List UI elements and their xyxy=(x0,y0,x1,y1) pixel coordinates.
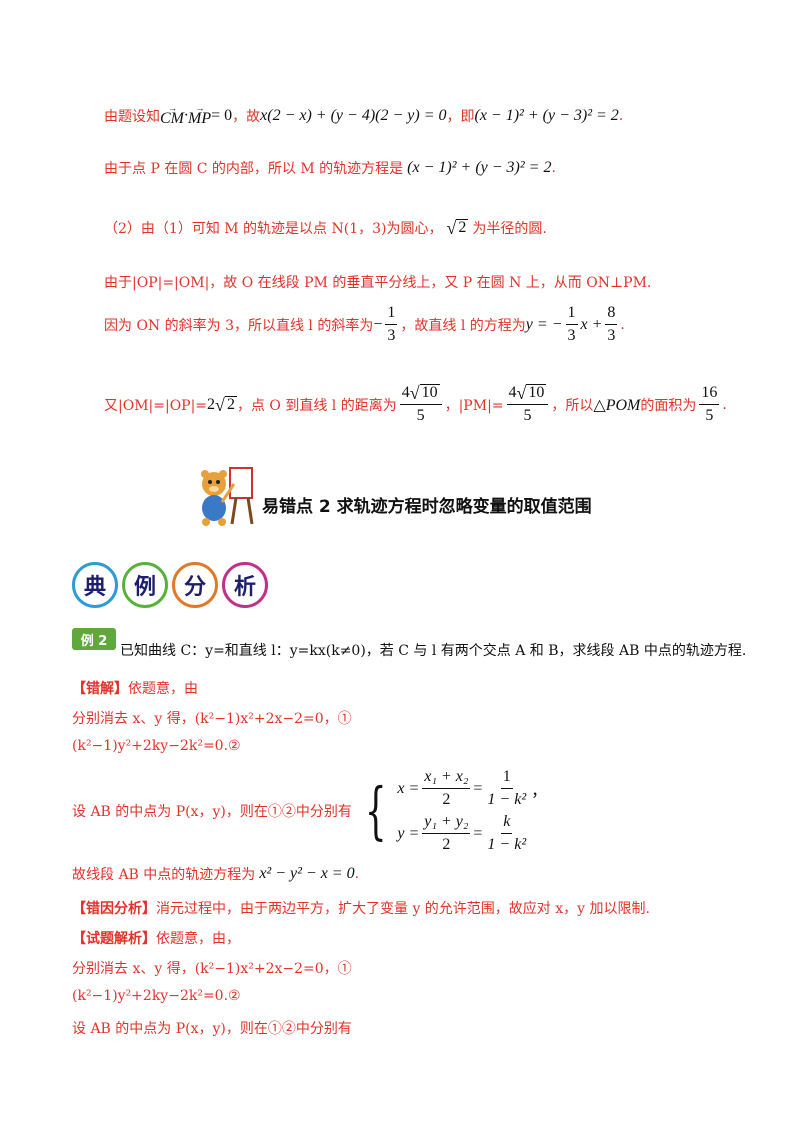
sqrt-2: √2 xyxy=(446,218,469,238)
text: 的面积为 xyxy=(640,397,697,414)
dot-operator: · xyxy=(184,106,188,124)
solution-line-6: 又|OM|=|OP|= 2 √2 ，点 O 到直线 l 的距离为 4√10 5 … xyxy=(104,384,727,425)
locus-equation: x² − y² − x = 0 xyxy=(259,865,355,882)
circle-equation: (x − 1)² + (y − 3)² = 2 xyxy=(407,159,552,176)
solution-line-1: 由题设知 →CM · →MP = 0 ，故 x(2 − x) + (y − 4)… xyxy=(104,104,623,127)
coefficient: 2 xyxy=(207,395,216,413)
wrong-line-4: 故线段 AB 中点的轨迹方程为 x² − y² − x = 0 . xyxy=(72,864,359,884)
fraction-pm: 4√10 5 xyxy=(506,384,549,425)
equals-zero: = 0 xyxy=(211,106,233,124)
minus-sign: − xyxy=(373,315,383,333)
text: ，故 xyxy=(232,108,261,125)
solution-line-2: 由于点 P 在圆 C 的内部，所以 M 的轨迹方程是 (x − 1)² + (y… xyxy=(104,158,556,178)
solution-tag: 【试题解析】 xyxy=(72,931,156,947)
period: . xyxy=(354,866,360,882)
circle-equation: (x − 1)² + (y − 3)² = 2 xyxy=(474,106,619,124)
equation: x(2 − x) + (y − 4)(2 − y) = 0 xyxy=(260,106,447,124)
wrong-line-1: 分别消去 x、y 得，(k²−1)x²+2x−2=0，① xyxy=(72,711,352,727)
text: ，即 xyxy=(446,108,475,125)
text: 依题意，由 xyxy=(128,681,198,697)
wrong-line-2: (k²−1)y²+2ky−2k²=0.② xyxy=(72,738,241,754)
line-equation-x: x + xyxy=(580,315,603,333)
text: 为半径的圆. xyxy=(472,221,547,237)
text: （2）由（1）可知 M 的轨迹是以点 N(1，3)为圆心， xyxy=(104,221,443,237)
vector-cm: →CM xyxy=(160,103,184,127)
text: ，故直线 l 的方程为 xyxy=(400,317,526,334)
text: 消元过程中，由于两边平方，扩大了变量 y 的允许范围，故应对 x，y 加以限制. xyxy=(156,901,650,917)
text: 由于|OP|=|OM|，故 O 在线段 PM 的垂直平分线上，又 P 在圆 N … xyxy=(104,275,652,291)
text: 由于点 P 在圆 C 的内部，所以 M 的轨迹方程是 xyxy=(104,161,404,177)
solution-step-3: 设 AB 的中点为 P(x，y)，则在①②中分别有 xyxy=(72,1021,352,1037)
example-analysis-badges: 典 例 分 析 xyxy=(72,562,268,608)
period: . xyxy=(620,316,625,333)
badge-dian: 典 xyxy=(72,562,118,608)
text: 故线段 AB 中点的轨迹方程为 xyxy=(72,867,256,883)
solution-step-2: (k²−1)y²+2ky−2k²=0.② xyxy=(72,988,241,1004)
bear-mascot-icon xyxy=(201,467,254,526)
text: 依题意，由， xyxy=(156,931,240,947)
text: 又|OM|=|OP|= xyxy=(104,397,208,414)
text: 因为 ON 的斜率为 3，所以直线 l 的斜率为 xyxy=(104,317,374,334)
solution-step-1: 分别消去 x、y 得，(k²−1)x²+2x−2=0，① xyxy=(72,961,352,977)
text: 由题设知 xyxy=(104,108,160,125)
fraction-distance: 4√10 5 xyxy=(399,384,442,425)
period: . xyxy=(618,107,624,124)
triangle-pom: △POM xyxy=(593,396,641,414)
solution-intro: 【试题解析】 依题意，由， xyxy=(72,928,240,948)
period: . xyxy=(551,160,556,176)
wrong-tag: 【错解】 xyxy=(72,681,128,697)
text: 设 AB 的中点为 P(x，y)，则在①②中分别有 xyxy=(72,804,352,820)
text: ，所以 xyxy=(551,397,594,414)
text: ，|PM|= xyxy=(444,397,504,414)
wrong-solution-intro: 【错解】 依题意，由 xyxy=(72,678,198,698)
line-equation-lhs: y = − xyxy=(525,315,563,333)
section-heading: 易错点 2 求轨迹方程时忽略变量的取值范围 xyxy=(262,497,592,517)
badge-xi: 析 xyxy=(222,562,268,608)
period: . xyxy=(722,396,727,413)
solution-line-3: （2）由（1）可知 M 的轨迹是以点 N(1，3)为圆心， √2 为半径的圆. xyxy=(104,218,547,238)
example-badge: 例 2 xyxy=(72,628,116,650)
sqrt-2: √2 xyxy=(215,394,237,415)
badge-li: 例 xyxy=(122,562,168,608)
solution-line-4: 由于|OP|=|OM|，故 O 在线段 PM 的垂直平分线上，又 P 在圆 N … xyxy=(104,272,651,292)
analysis-tag: 【错因分析】 xyxy=(72,901,156,917)
vector-mp: →MP xyxy=(188,103,212,127)
error-analysis: 【错因分析】 消元过程中，由于两边平方，扩大了变量 y 的允许范围，故应对 x，… xyxy=(72,898,650,918)
text: ，点 O 到直线 l 的距离为 xyxy=(236,397,397,414)
example-question: 已知曲线 C：y=和直线 l：y=kx(k≠0)，若 C 与 l 有两个交点 A… xyxy=(120,643,747,659)
badge-fen: 分 xyxy=(172,562,218,608)
